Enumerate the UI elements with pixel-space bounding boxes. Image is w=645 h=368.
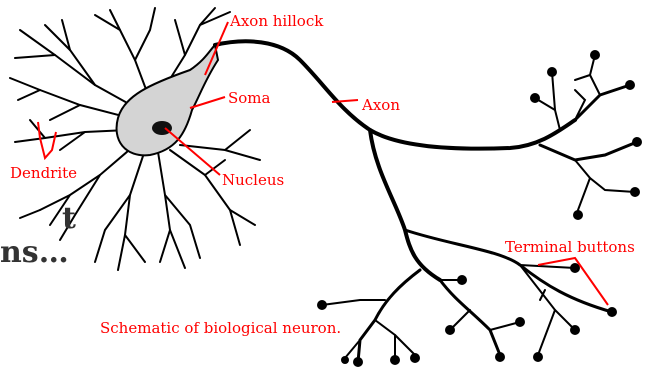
label-soma: Soma (228, 89, 271, 107)
axon (215, 41, 637, 362)
label-dendrite: Dendrite (10, 164, 77, 182)
label-axon-hillock: Axon hillock (229, 12, 324, 30)
nucleus-shape (152, 121, 172, 135)
soma-body (117, 45, 218, 155)
label-terminal-buttons: Terminal buttons (505, 238, 635, 256)
cropped-text-line-1: t (62, 201, 76, 236)
leader-lines (165, 22, 608, 305)
caption: Schematic of biological neuron. (100, 319, 341, 337)
label-axon: Axon (361, 96, 400, 114)
label-nucleus: Nucleus (222, 171, 284, 189)
dendrite-bracket (38, 122, 56, 158)
cropped-text-line-2: ns… (0, 235, 69, 270)
